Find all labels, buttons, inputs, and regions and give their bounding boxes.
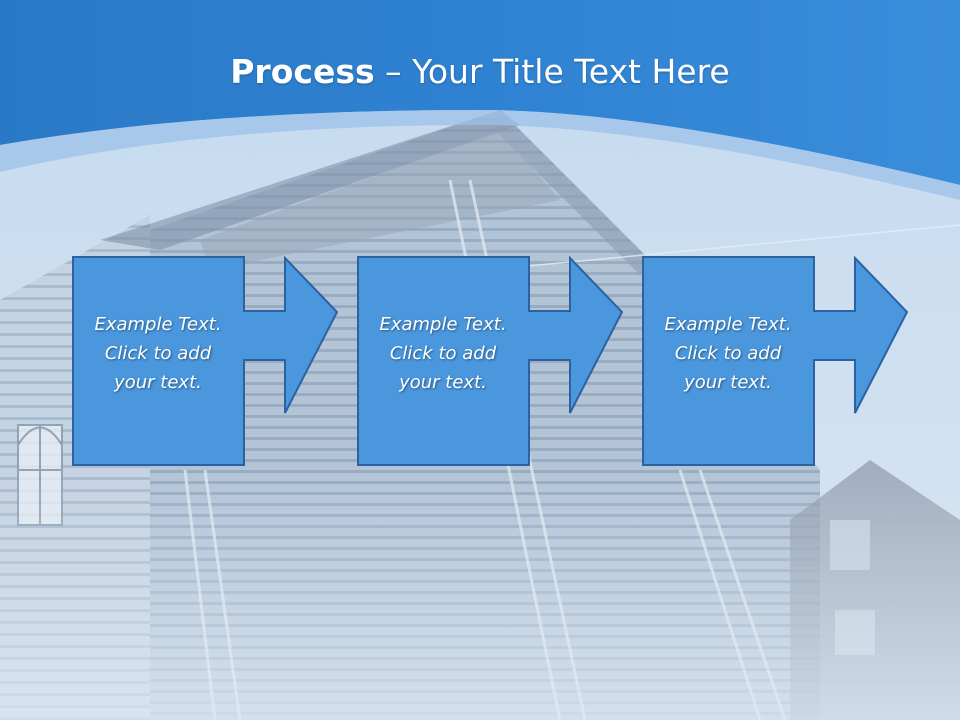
step-text[interactable]: Example Text. Click to add your text. [357, 310, 529, 397]
step-text-line-1: Example Text. [379, 314, 507, 335]
step-text-line-2: Click to add [104, 343, 212, 364]
step-text[interactable]: Example Text. Click to add your text. [642, 310, 814, 397]
step-text-line-3: your text. [399, 372, 487, 393]
step-text-line-1: Example Text. [664, 314, 792, 335]
title-bold-text: Process [230, 52, 375, 91]
step-text[interactable]: Example Text. Click to add your text. [72, 310, 244, 397]
arrow-box-shape [642, 256, 909, 466]
step-text-line-1: Example Text. [94, 314, 222, 335]
process-step-3[interactable]: Example Text. Click to add your text. [642, 256, 932, 468]
arrow-box-shape [72, 256, 339, 466]
step-text-line-3: your text. [684, 372, 772, 393]
step-text-line-2: Click to add [389, 343, 497, 364]
step-text-line-2: Click to add [674, 343, 782, 364]
process-step-2[interactable]: Example Text. Click to add your text. [357, 256, 647, 468]
step-text-line-3: your text. [114, 372, 202, 393]
title-rest-text: – Your Title Text Here [374, 52, 730, 91]
process-step-1[interactable]: Example Text. Click to add your text. [72, 256, 362, 468]
slide-title[interactable]: Process – Your Title Text Here [0, 52, 960, 91]
arrow-box-shape [357, 256, 624, 466]
